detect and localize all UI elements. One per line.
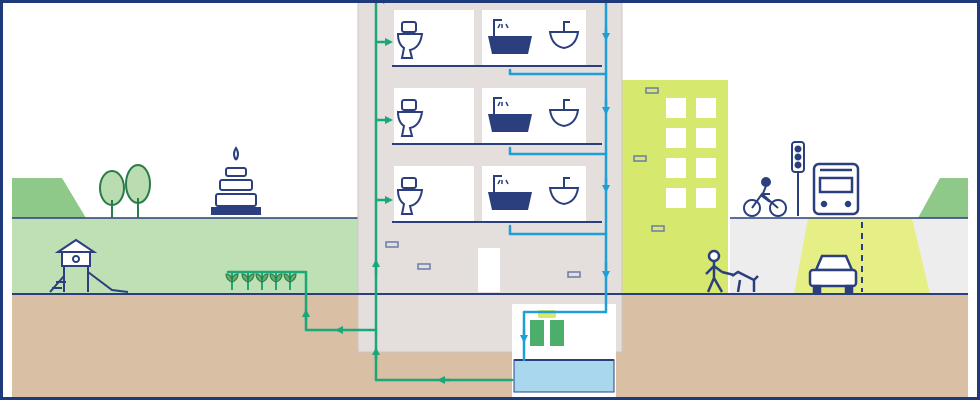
office-window (696, 98, 716, 118)
sprout (283, 272, 297, 290)
tree-icon (99, 170, 125, 218)
brick-details (385, 87, 665, 278)
brick (633, 155, 647, 162)
building-door (478, 248, 500, 292)
bathtub-icon (488, 19, 532, 54)
toilet-icon (396, 99, 424, 137)
brick (417, 263, 431, 270)
sprout (241, 272, 255, 290)
bathtub-icon (488, 97, 532, 132)
brick (385, 241, 399, 248)
bathroom-floor (392, 88, 602, 145)
sprout (255, 272, 269, 290)
bathroom-floors (392, 10, 602, 223)
office-window (666, 158, 686, 178)
cyclist-icon (743, 177, 787, 217)
sink-icon (548, 99, 580, 128)
bathtub-icon (488, 175, 532, 210)
sprout (269, 272, 283, 290)
office-window (696, 128, 716, 148)
grey-water-pipes (508, 0, 610, 362)
sprout (225, 272, 239, 290)
bathroom-floor (392, 166, 602, 223)
brick (567, 271, 581, 278)
toilet-icon (396, 177, 424, 215)
pedestrian-icon (705, 249, 724, 293)
playground-icon (49, 238, 129, 293)
office-window (666, 188, 686, 208)
right-hedge (918, 178, 968, 218)
fountain-icon (211, 146, 261, 215)
treatment-room (512, 304, 616, 400)
office-window (666, 128, 686, 148)
office-window (696, 158, 716, 178)
office-window (696, 188, 716, 208)
toilet-icon (396, 21, 424, 59)
bathroom-floor (392, 10, 602, 67)
fresh-water-pipes (226, 0, 514, 384)
sink-icon (548, 177, 580, 206)
sink-icon (548, 21, 580, 50)
water-tank-icon (513, 359, 615, 393)
garden-irrigation-icon (225, 272, 297, 290)
office-window (666, 98, 686, 118)
left-hedge (12, 178, 86, 218)
traffic-light-icon (791, 141, 805, 216)
brick (651, 225, 665, 232)
car-icon (808, 254, 858, 294)
dog-icon (721, 270, 759, 293)
brick (645, 87, 659, 94)
tree-icon (125, 164, 151, 218)
bus-icon (812, 162, 860, 216)
